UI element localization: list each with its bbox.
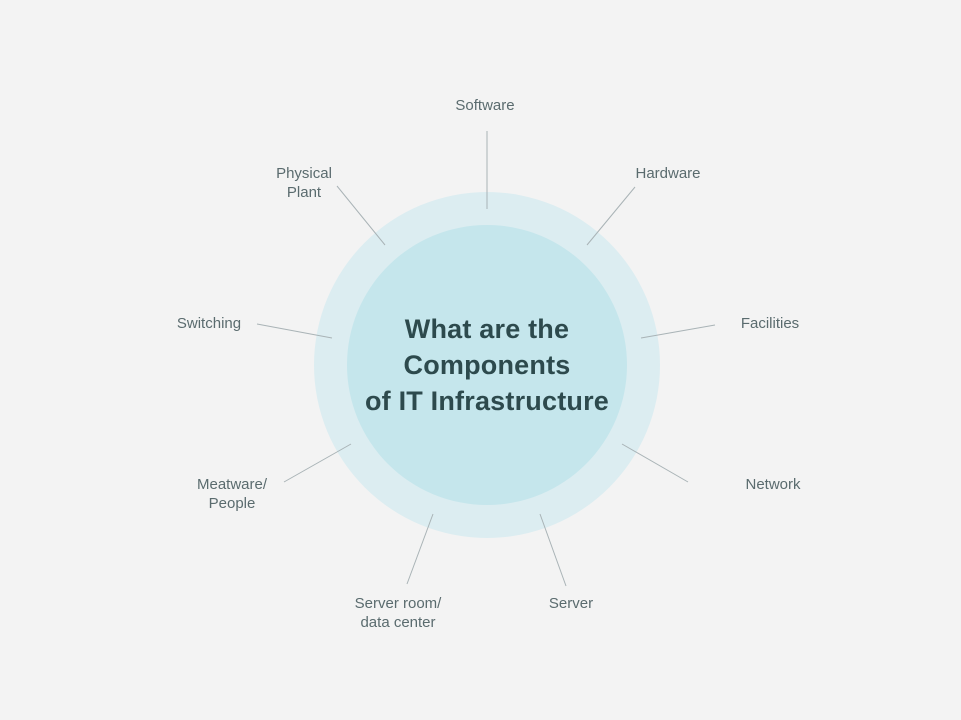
center-title-line-2: Components [403,350,571,380]
label-software: Software [455,97,515,114]
label-server-room: Server room/ data center [354,595,442,631]
inner-circle [347,225,627,505]
connector-hardware [586,186,636,246]
label-facilities: Facilities [740,315,800,332]
connector-physical-plant [336,185,386,246]
connector-switching [256,323,333,339]
center-title: What are the Components of IT Infrastruc… [347,225,627,505]
label-hardware: Hardware [635,165,701,182]
label-physical-plant: Physical Plant [276,165,332,201]
center-title-line-1: What are the [404,314,570,344]
connector-server-room [406,513,434,585]
center-title-line-3: of IT Infrastructure [364,386,610,416]
connector-lines [256,131,716,587]
label-network: Network [745,476,801,493]
label-switching: Switching [176,315,242,332]
connector-network [621,443,689,483]
connector-server [539,513,567,587]
label-server: Server [548,595,594,612]
connector-facilities [640,324,716,339]
label-meatware: Meatware/ People [196,476,268,512]
connector-meatware [283,443,352,483]
